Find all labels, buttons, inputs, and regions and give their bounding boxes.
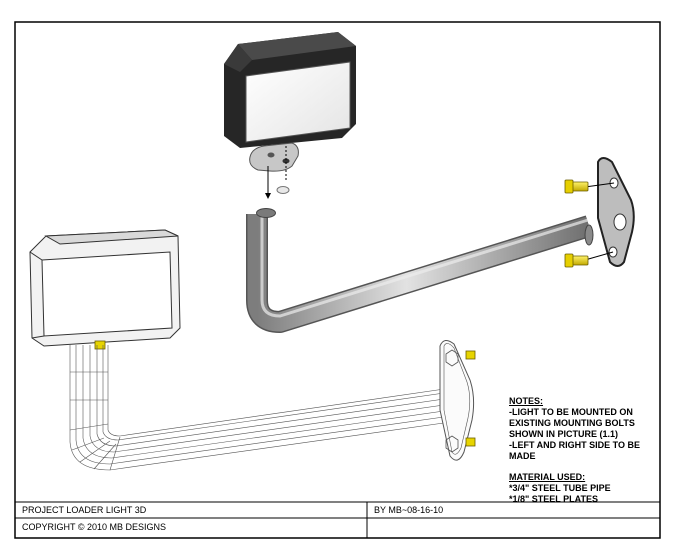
material-line: *3/4" STEEL TUBE PIPE	[509, 483, 611, 493]
steel-side-plate-wireframe	[439, 340, 475, 461]
note-line: -LIGHT TO BE MOUNTED ON	[509, 407, 633, 417]
note-line: -LEFT AND RIGHT SIDE TO BE	[509, 440, 641, 450]
wireframe-light-assembly	[29, 229, 476, 471]
material-heading: MATERIAL USED:	[509, 472, 586, 482]
note-line: SHOWN IN PICTURE (1.1)	[509, 429, 619, 439]
bolt-lower	[571, 255, 589, 266]
work-lamp-wireframe	[29, 229, 181, 347]
steel-tube-pipe-solid	[246, 208, 594, 333]
work-lamp-solid	[224, 32, 356, 148]
mounting-bolts-solid	[564, 179, 615, 268]
steel-side-plate-solid	[597, 157, 635, 267]
lamp-mount-plate	[249, 142, 299, 199]
lamp-lens	[245, 61, 351, 143]
note-line: MADE	[509, 451, 536, 461]
solid-light-assembly	[224, 32, 635, 333]
mounting-bolts-wireframe	[445, 349, 476, 453]
author-date: BY MB~08-16-10	[374, 505, 444, 515]
project-title: PROJECT LOADER LIGHT 3D	[22, 505, 147, 515]
bolt-upper	[571, 181, 589, 192]
title-block-grid	[15, 501, 660, 538]
notes-block: NOTES: -LIGHT TO BE MOUNTED ON EXISTING …	[509, 396, 669, 505]
bolt-wireframe-top	[94, 340, 106, 350]
notes-heading: NOTES:	[509, 396, 544, 406]
material-line: *1/8" STEEL PLATES	[509, 494, 598, 504]
steel-tube-pipe-wireframe	[69, 345, 471, 471]
note-line: EXISTING MOUNTING BOLTS	[509, 418, 635, 428]
copyright-text: COPYRIGHT © 2010 MB DESIGNS	[22, 522, 167, 532]
sheet-border	[14, 21, 661, 539]
